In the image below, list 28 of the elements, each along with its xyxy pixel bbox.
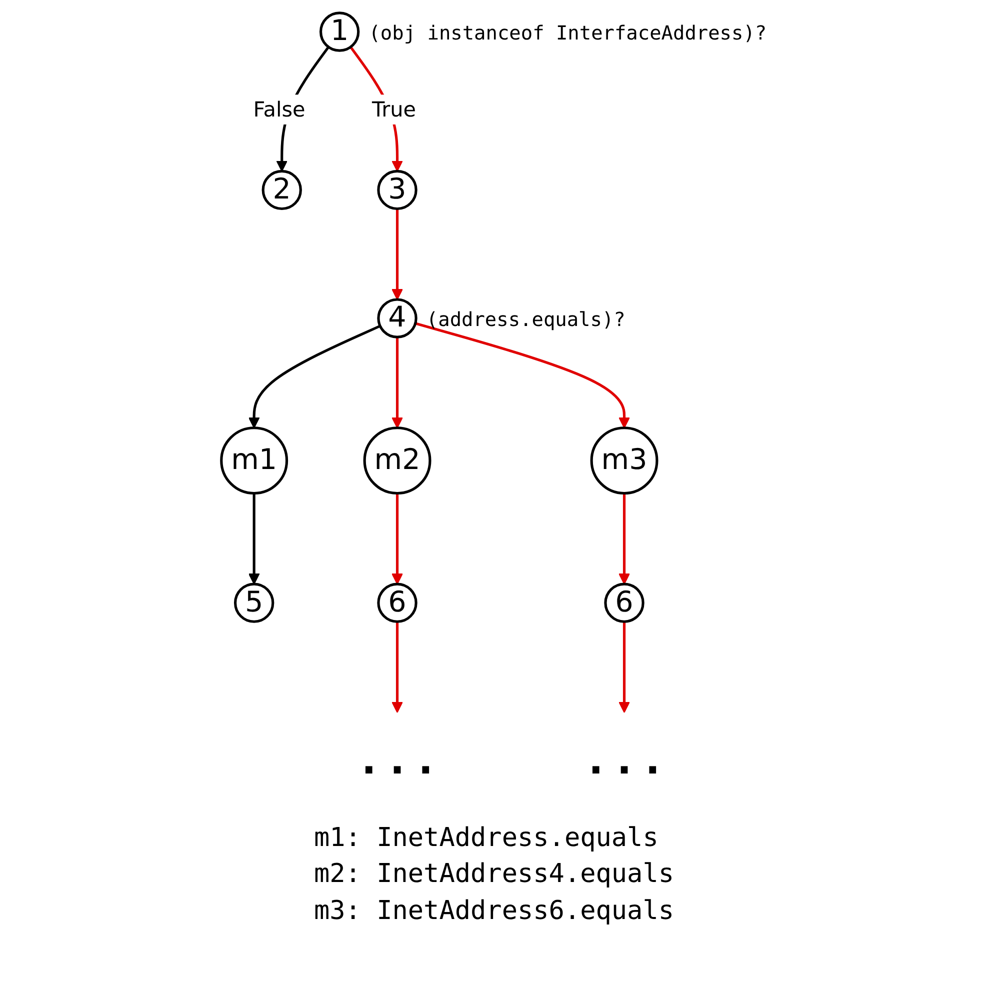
node-circle: 1: [319, 12, 360, 52]
node-circle: 4: [377, 298, 418, 338]
legend-note: m3: InetAddress6.equals: [314, 894, 674, 928]
legend-note: m1: InetAddress.equals: [314, 822, 660, 855]
node-circle: 5: [234, 582, 274, 623]
node-circle: m3: [590, 426, 658, 495]
node-circle: 6: [604, 582, 644, 623]
arrow: [392, 622, 403, 713]
node-circle: 2: [262, 170, 302, 210]
node-circle: m1: [220, 426, 288, 495]
arrow: [248, 324, 381, 428]
condition-text: (address.equals)?: [426, 308, 626, 332]
arrow: [415, 322, 630, 428]
node-circle: m2: [363, 426, 432, 495]
arrow: [392, 208, 403, 300]
node-circle: 6: [377, 582, 418, 623]
edge-label: False: [253, 98, 306, 122]
condition-text: (obj instanceof InterfaceAddress)?: [368, 22, 767, 45]
edge-label: True: [372, 98, 416, 122]
arrow: [392, 337, 403, 428]
node-text: . . .: [588, 738, 660, 784]
arrow: [392, 493, 403, 585]
arrow: [248, 493, 260, 585]
legend-note: m2: InetAddress4.equals: [314, 858, 674, 892]
arrow: [618, 493, 630, 585]
node-circle: 3: [377, 170, 418, 210]
node-text: . . .: [362, 738, 433, 784]
arrow: [618, 622, 630, 713]
